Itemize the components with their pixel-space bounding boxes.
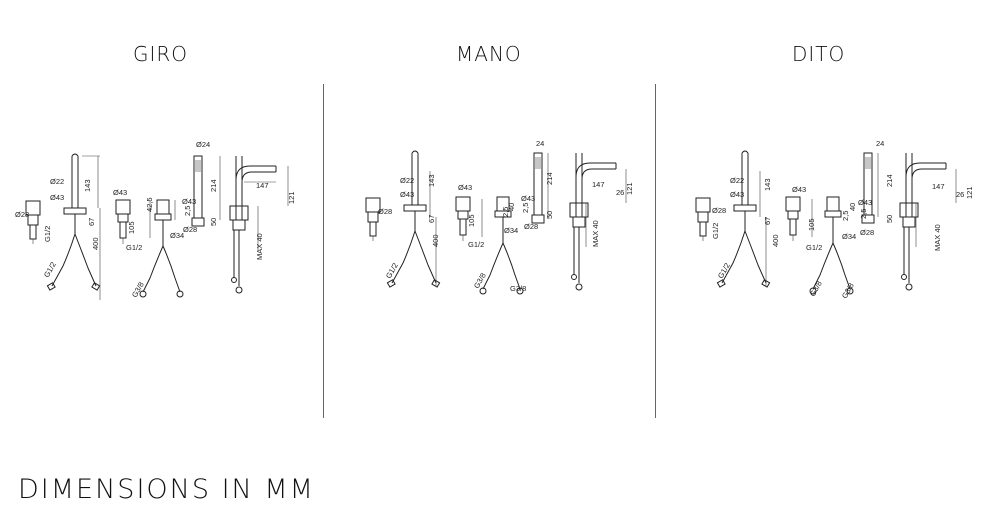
dimension-label: G3/8 [130, 280, 146, 299]
giro-set: Ø22 Ø43 Ø28 143 67 400 G1/2 G1/2 Ø43 105… [15, 140, 296, 300]
dimension-label: Ø28 [183, 225, 197, 234]
dimension-label: 400 [771, 234, 780, 247]
dimension-label: 105 [467, 214, 476, 227]
dimension-label: 400 [91, 237, 100, 250]
dimension-label: G1/2 [468, 240, 484, 249]
dimension-label: 105 [127, 221, 136, 234]
dimension-label: 105 [807, 218, 816, 231]
dimension-label: 40 [848, 203, 857, 211]
dimension-label: 67 [763, 217, 772, 225]
label: Ø22 [50, 177, 64, 186]
dimension-label: MAX 40 [255, 233, 264, 260]
dimension-label: Ø43 [730, 190, 744, 199]
dimension-label: Ø43 [858, 198, 872, 207]
dimension-label: 147 [592, 180, 605, 189]
dimension-label: Ø43 [792, 185, 806, 194]
dimension-label: Ø22 [730, 176, 744, 185]
dimension-label: Ø24 [196, 140, 210, 149]
dimension-label: Ø43 [113, 188, 127, 197]
dimension-label: 147 [932, 182, 945, 191]
dimension-label: 50 [209, 218, 218, 226]
dimensions-caption: DIMENSIONS IN MM [18, 474, 315, 505]
dimension-label: 50 [885, 215, 894, 223]
dimension-label: G1/2 [711, 223, 720, 239]
dimension-label: 147 [256, 181, 269, 190]
dimension-label: Ø43 [50, 193, 64, 202]
dimension-label: Ø43 [458, 183, 472, 192]
dimension-label: Ø34 [504, 226, 518, 235]
dimension-label: Ø43 [400, 190, 414, 199]
dimension-label: MAX 40 [933, 224, 942, 251]
dimension-label: Ø28 [15, 210, 29, 219]
dimension-label: 2,5 [859, 209, 868, 219]
dimension-label: 143 [83, 179, 92, 192]
dimension-label: Ø28 [524, 222, 538, 231]
dimension-label: 67 [87, 218, 96, 226]
dimension-label: 26 [956, 190, 964, 199]
dimension-label: G1/2 [716, 261, 732, 280]
dimension-label: 40 [507, 203, 516, 211]
dimension-label: 67 [427, 215, 436, 223]
divider-left [323, 84, 324, 418]
dimension-label: 42,5 [145, 197, 154, 212]
dimension-label: 121 [965, 186, 974, 199]
dimension-label: Ø28 [378, 207, 392, 216]
mano-set: Ø22 Ø43 Ø28 143 67 400 G1/2 Ø43 105 G1/2… [365, 139, 634, 295]
dimension-label: G3/8 [808, 279, 824, 298]
dimension-label: 2,5 [521, 203, 530, 213]
title-mano: MANO [456, 42, 522, 66]
dimension-label: Ø34 [842, 232, 856, 241]
divider-right [655, 84, 656, 418]
dimension-label: 26 [616, 188, 624, 197]
dimension-label: G1/2 [126, 243, 142, 252]
dimension-label: 121 [287, 191, 296, 204]
dimension-label: Ø43 [182, 197, 196, 206]
dimension-label: 143 [763, 178, 772, 191]
dimension-label: 400 [431, 234, 440, 247]
dimension-label: 2,5 [183, 206, 192, 216]
dimension-label: Ø28 [712, 206, 726, 215]
dimension-label: Ø22 [400, 176, 414, 185]
dimension-label: G1/2 [384, 261, 400, 280]
dimension-label: G1/2 [806, 243, 822, 252]
dimension-label: Ø34 [170, 231, 184, 240]
dimension-label: 2,5 [841, 211, 850, 221]
dito-set: Ø22 Ø43 Ø28 143 67 400 G1/2 G1/2 Ø43 105… [695, 139, 974, 300]
dimension-label: 214 [885, 174, 894, 187]
dimension-label: 2,5 [501, 207, 510, 217]
dimension-label: 24 [536, 139, 544, 148]
dimension-label: 121 [625, 182, 634, 195]
dimension-label: 214 [209, 179, 218, 192]
dimension-label: G1/2 [43, 226, 52, 242]
dimension-label: G1/2 [42, 260, 58, 279]
dimension-label: MAX 40 [591, 220, 600, 247]
dimension-label: G3/8 [472, 271, 488, 290]
title-dito: DITO [792, 42, 846, 66]
dimension-label: Ø28 [860, 228, 874, 237]
dimension-label: 143 [427, 174, 436, 187]
dimension-label: 214 [545, 172, 554, 185]
title-giro: GIRO [133, 42, 189, 66]
dimension-label: Ø43 [521, 194, 535, 203]
dimension-label: 50 [545, 211, 554, 219]
dimension-label: G3/8 [510, 284, 526, 293]
dimension-label: 24 [876, 139, 884, 148]
